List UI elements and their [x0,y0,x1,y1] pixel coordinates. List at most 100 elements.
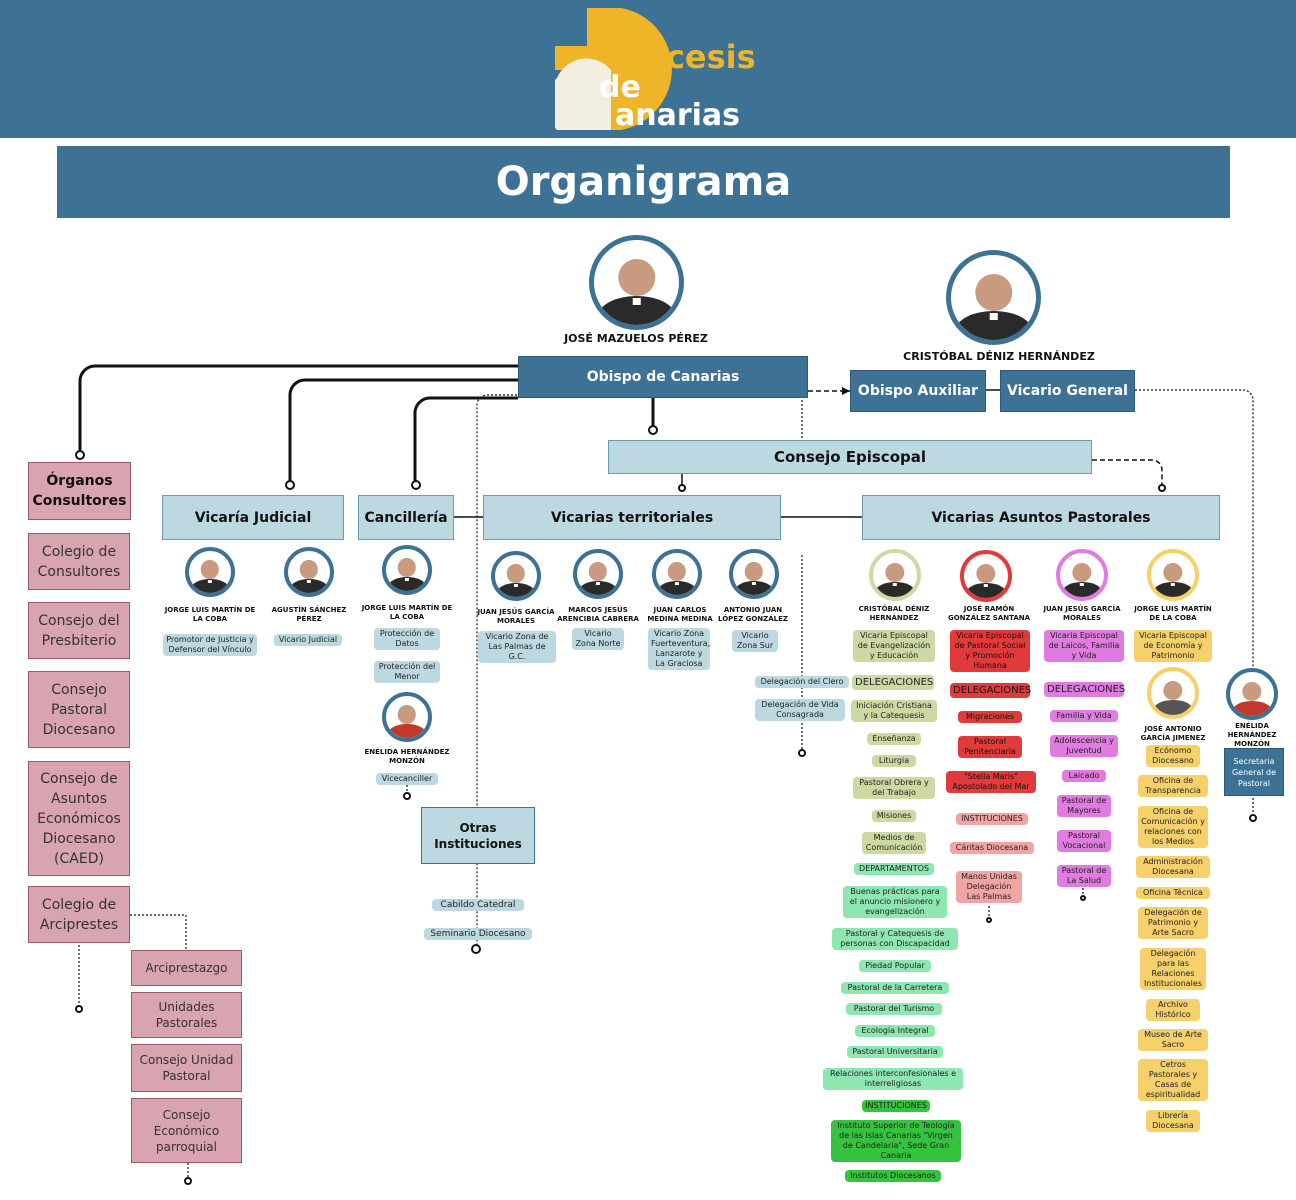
col1-item[interactable]: Liturgia [872,755,916,767]
person-name: AGUSTÍN SÁNCHEZ PÉREZ [271,606,347,623]
col1-header: DELEGACIONES [852,675,934,690]
logo-line2: de [599,70,641,105]
col2-role: Vicaria Episcopal de Pastoral Social y P… [950,630,1030,672]
col1-dept[interactable]: Piedad Popular [859,960,931,972]
person-avatar [491,551,541,601]
col4-item[interactable]: Oficina Técnica [1136,887,1210,899]
otras-instituciones-box[interactable]: Otras Instituciones [421,807,535,864]
person-role: Vicario Zona Norte [572,628,624,650]
col2-item[interactable]: "Stella Maris" Apostolado del Mar [946,771,1036,793]
consultor-item[interactable]: Colegio de Arciprestes [28,886,130,943]
col2-inst[interactable]: Manos Unidas Delegación Las Palmas [956,871,1022,903]
arciprestes-item[interactable]: Consejo Unidad Pastoral [131,1044,242,1092]
person-avatar [729,549,779,599]
consejo-episcopal-box[interactable]: Consejo Episcopal [608,440,1092,474]
col4-item[interactable]: Delegación para las Relaciones Instituci… [1140,948,1206,990]
col4-item[interactable]: Librería Diocesana [1146,1110,1200,1132]
col1-item[interactable]: Iniciación Cristiana y la Catequesis [851,700,937,722]
person-avatar [1147,549,1199,601]
person-name: JOSÉ ANTONIO GARCÍA JIMENEZ [1140,725,1206,742]
col4-item[interactable]: Oficina de Comunicación y relaciones con… [1138,806,1208,848]
person-avatar [573,549,623,599]
col1-item[interactable]: Misiones [872,810,916,822]
obispo-auxiliar-box[interactable]: Obispo Auxiliar [850,370,986,412]
consultor-item[interactable]: Consejo de Asuntos Económicos Diocesano … [28,761,130,876]
person-avatar [284,547,334,597]
logo-line1: iócesis [633,38,756,76]
col3-item[interactable]: Familia y Vida [1050,710,1118,722]
col4-item[interactable]: Administración Diocesana [1136,856,1210,878]
col3-item[interactable]: Laicado [1062,770,1106,782]
col3-item[interactable]: Pastoral de La Salud [1057,865,1111,887]
consultor-item[interactable]: Colegio de Consultores [28,533,130,590]
auxiliary-name: CRISTÓBAL DÉNIZ HERNÁNDEZ [903,350,1095,363]
secretaria-box[interactable]: Secretaria General de Pastoral [1224,748,1284,796]
vicarias-territoriales-box[interactable]: Vicarias territoriales [483,495,781,540]
col1-dept[interactable]: Ecología Integral [855,1025,935,1037]
person-role: Vicario Zona Fuerteventura, Lanzarote y … [648,628,710,670]
col1-dept[interactable]: Relaciones interconfesionales e interrel… [823,1068,963,1090]
col1-inst[interactable]: Institutos Diocesanos [845,1170,941,1182]
person-avatar [1147,667,1199,719]
vicario-general-box[interactable]: Vicario General [1000,370,1135,412]
col3-item[interactable]: Pastoral Vocacional [1057,830,1111,852]
arciprestes-item[interactable]: Arciprestazgo [131,950,242,986]
person-role: Protección de Datos [374,628,440,650]
person-avatar [960,550,1012,602]
arciprestes-item[interactable]: Consejo Económico parroquial [131,1098,242,1163]
col3-header: DELEGACIONES [1044,682,1125,697]
col3-item[interactable]: Pastoral de Mayores [1057,795,1111,817]
col2-header: DELEGACIONES [950,683,1031,698]
col1-dept[interactable]: Pastoral Universitaria [847,1046,943,1058]
person-name: ENÉLIDA HERNÁNDEZ MONZÓN [1227,722,1277,748]
col1-inst[interactable]: Instituto Superior de Teología de las Is… [831,1120,961,1162]
col4-item[interactable]: Ecónomo Diocesano [1146,745,1200,767]
vicaria-judicial-box[interactable]: Vicaría Judicial [162,495,344,540]
col2-item[interactable]: Migraciones [958,711,1022,723]
organos-consultores-box[interactable]: Órganos Consultores [28,462,131,520]
person-role: Vicario Judicial [274,634,342,646]
col1-item[interactable]: Medios de Comunicación [862,832,926,854]
auxiliary-avatar [946,250,1041,345]
otras-item[interactable]: Seminario Diocesano [424,928,532,940]
otras-item[interactable]: Cabildo Catedral [432,899,524,911]
person-role: Vicecanciller [376,773,438,785]
person-name: JUAN JESÚS GARCÍA MORALES [1043,605,1121,622]
col1-role: Vicaria Episcopal de Evangelización y Ed… [853,630,935,662]
person-name: MARCOS JESÚS ARENCIBIA CABRERA [557,606,639,623]
col2-inst[interactable]: Cáritas Diocesana [950,842,1034,854]
person-avatar [1056,549,1108,601]
col4-item[interactable]: Archivo Histórico [1146,999,1200,1021]
arciprestes-item[interactable]: Unidades Pastorales [131,992,242,1038]
col4-item[interactable]: Cetros Pastorales y Casas de espirituali… [1138,1059,1208,1101]
logo-cross-icon [546,8,672,142]
col1-dept[interactable]: Pastoral de la Carretera [841,982,949,994]
person-role: Promotor de Justicia y Defensor del Vínc… [163,634,257,656]
col1-dept[interactable]: Pastoral y Catequesis de personas con Di… [832,928,958,950]
col1-item[interactable]: Enseñanza [867,733,921,745]
col2-item[interactable]: Pastoral Penitenciaria [958,736,1022,758]
col3-item[interactable]: Adolescencia y Juventud [1050,735,1118,757]
person-avatar [382,692,432,742]
territorial-extra[interactable]: Delegación de Vida Consagrada [755,699,845,721]
obispo-box[interactable]: Obispo de Canarias [518,356,808,398]
col1-dept[interactable]: Pastoral del Turismo [846,1003,942,1015]
person-avatar [185,547,235,597]
person-avatar [1226,668,1278,720]
col4-role: Vicaria Episcopal de Economía y Patrimon… [1134,630,1212,662]
logo-line3: anarias [615,98,741,133]
person-name: ANTONIO JUAN LÓPEZ GONZÁLEZ [718,606,788,623]
diocese-logo: iócesis de anarias [546,8,756,142]
col4-item[interactable]: Museo de Arte Sacro [1138,1029,1208,1051]
col4-item[interactable]: Oficina de Transparencia [1138,775,1208,797]
territorial-extra[interactable]: Delegación del Clero [755,676,849,688]
col4-item[interactable]: Delegación de Patrimonio y Arte Sacro [1138,907,1208,939]
consultor-item[interactable]: Consejo Pastoral Diocesano [28,671,130,748]
col1-dept[interactable]: Buenas prácticas para el anuncio misione… [843,886,947,918]
consultor-item[interactable]: Consejo del Presbiterio [28,602,130,659]
cancilleria-box[interactable]: Cancillería [358,495,454,540]
col1-item[interactable]: Pastoral Obrera y del Trabajo [853,777,935,799]
bishop-avatar [589,235,684,330]
person-role: Protección del Menor [374,661,440,683]
vicarias-pastorales-box[interactable]: Vicarias Asuntos Pastorales [862,495,1220,540]
